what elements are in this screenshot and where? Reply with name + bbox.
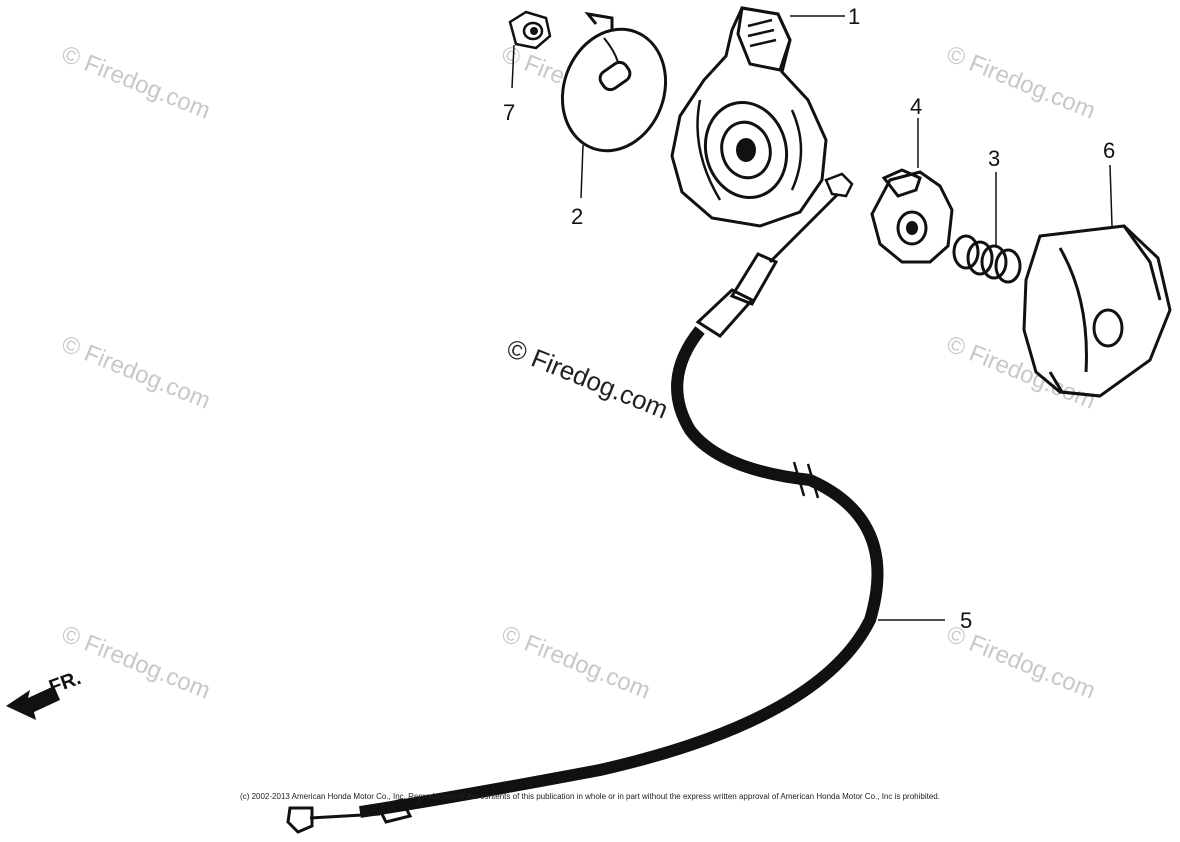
watermark-mid-right: © Firedog.com xyxy=(943,331,1099,415)
front-direction-label: FR. xyxy=(46,667,84,699)
watermark-bottom-right: © Firedog.com xyxy=(943,621,1099,705)
part-6-end-cap xyxy=(1022,224,1172,398)
leader-2 xyxy=(580,144,584,199)
callout-1: 1 xyxy=(848,4,860,29)
part-2-cover-plate xyxy=(560,11,668,153)
part-3-spring xyxy=(952,234,1022,284)
part-4-pulley xyxy=(870,168,954,264)
watermark-bottom-center: © Firedog.com xyxy=(498,621,654,705)
watermark-top-left: © Firedog.com xyxy=(58,41,214,125)
part-1-throttle-housing xyxy=(670,6,828,228)
leader-7 xyxy=(511,44,515,89)
cable-end-lower xyxy=(286,798,413,834)
part-7-nut xyxy=(508,10,552,50)
callout-3: 3 xyxy=(988,146,1000,171)
callout-2: 2 xyxy=(571,204,583,229)
cable-end-upper xyxy=(695,172,854,338)
watermark-top-right: © Firedog.com xyxy=(943,41,1099,125)
watermark-bottom-left: © Firedog.com xyxy=(58,621,214,705)
copyright-notice: (c) 2002-2013 American Honda Motor Co., … xyxy=(240,792,940,801)
watermark-mid-left: © Firedog.com xyxy=(58,331,214,415)
callout-5: 5 xyxy=(960,608,972,633)
part-5-cable-inner xyxy=(359,327,881,816)
cable-break-mark xyxy=(792,461,820,499)
callout-6: 6 xyxy=(1103,138,1115,163)
leader-6 xyxy=(1109,164,1113,227)
callout-4: 4 xyxy=(910,94,922,119)
front-direction-arrow: FR. xyxy=(6,667,84,720)
watermark-center: © Firedog.com xyxy=(503,333,673,425)
callout-7: 7 xyxy=(503,100,515,125)
